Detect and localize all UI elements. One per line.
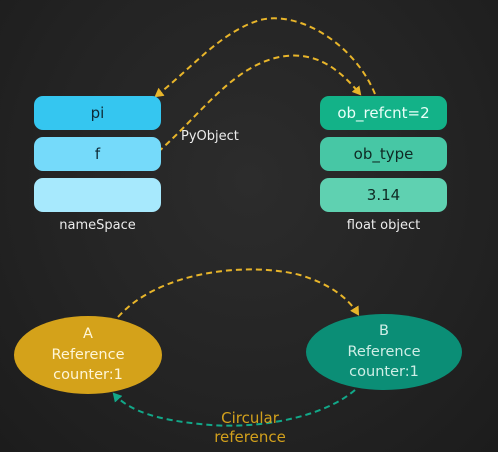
node-a-line1: Reference: [51, 346, 125, 363]
node-b-line2: counter:1: [349, 364, 419, 381]
namespace-caption: nameSpace: [59, 218, 136, 233]
circular-line2: reference: [214, 427, 286, 446]
pi-pointer-arrow: [154, 17, 376, 98]
float-refcnt-label: ob_refcnt=2: [337, 104, 430, 122]
namespace-empty-slot: [34, 178, 161, 212]
node-a-name: A: [83, 326, 93, 343]
node-a-line2: counter:1: [53, 367, 123, 384]
namespace-f-slot: f: [34, 137, 161, 171]
circular-reference-label: Circular reference: [188, 409, 312, 447]
float-value-field: 3.14: [320, 178, 447, 212]
node-b-line1: Reference: [347, 343, 421, 360]
float-type-label: ob_type: [353, 145, 414, 163]
float-object-caption: float object: [346, 218, 421, 233]
node-b-name: B: [379, 323, 389, 340]
float-type-field: ob_type: [320, 137, 447, 171]
pyobject-label: PyObject: [181, 129, 239, 144]
namespace-pi-label: pi: [90, 104, 105, 122]
f-pointer-arrow: [157, 54, 362, 153]
b-to-a-arrow: [112, 389, 356, 427]
a-to-b-arrow: [117, 268, 360, 318]
float-refcnt-field: ob_refcnt=2: [320, 96, 447, 130]
namespace-pi-slot: pi: [34, 96, 161, 130]
namespace-f-label: f: [94, 145, 101, 163]
circular-line1: Circular: [221, 409, 279, 427]
node-b: B Reference counter:1: [306, 314, 462, 390]
float-value-label: 3.14: [366, 186, 401, 204]
node-a: A Reference counter:1: [14, 316, 162, 394]
